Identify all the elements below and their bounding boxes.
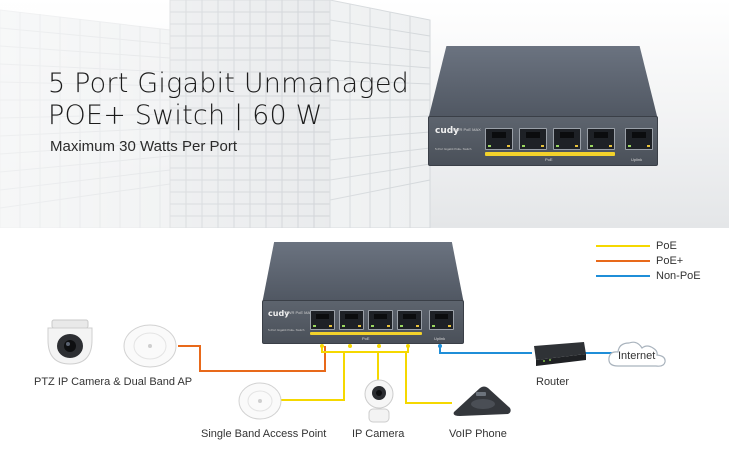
model-text: 5-Port Gigabit PoE+ Switch (268, 328, 305, 332)
poe-port-1 (485, 128, 513, 150)
skyscraper-background (0, 0, 431, 228)
poe-plus-wire (178, 345, 326, 372)
switch-top-panel (262, 242, 464, 304)
legend-swatch-non-poe (596, 275, 650, 277)
legend-label-poe-plus: PoE+ (656, 255, 684, 267)
legend-swatch-poe-plus (596, 260, 650, 262)
poe-wire-trunk (321, 346, 409, 353)
poe-band-label: PoE (362, 336, 370, 341)
ip-camera-label: IP Camera (352, 428, 405, 440)
poe-wire-voip (405, 352, 452, 404)
legend-item-poe: PoE (596, 240, 677, 252)
legend-label-poe: PoE (656, 240, 677, 252)
voip-phone-icon (453, 386, 511, 416)
legend-label-non-poe: Non-PoE (656, 270, 701, 282)
uplink-port (429, 310, 454, 330)
ip-camera-icon (364, 379, 394, 423)
poe-band (310, 332, 422, 335)
poe-port-3 (553, 128, 581, 150)
uplink-label: Uplink (631, 157, 643, 162)
internet-cloud-icon (608, 341, 666, 367)
poe-port-3 (368, 310, 393, 330)
model-text: 5-Port Gigabit PoE+ Switch (435, 147, 472, 151)
led-labels: PWR PoE MAX (285, 310, 313, 315)
internet-label: Internet (618, 350, 656, 362)
uplink-port (625, 128, 653, 150)
hero-banner: 5 Port Gigabit Unmanaged POE+ Switch | 6… (0, 0, 729, 228)
legend-swatch-poe (596, 245, 650, 247)
ptz-camera-icon (47, 319, 93, 365)
legend-item-poe-plus: PoE+ (596, 255, 683, 267)
legend-item-non-poe: Non-PoE (596, 270, 701, 282)
switch-front-panel: cudy PWR PoE MAX 5-Port Gigabit PoE+ Swi… (262, 300, 464, 344)
poe-port-2 (339, 310, 364, 330)
poe-wire-ap (270, 352, 345, 401)
led-labels: PWR PoE MAX (453, 127, 481, 132)
non-poe-wire (439, 346, 532, 354)
poe-band-label: PoE (545, 157, 553, 162)
page-title-line2: POE+ Switch | 60 W (48, 100, 323, 131)
poe-port-2 (519, 128, 547, 150)
page-title-line1: 5 Port Gigabit Unmanaged (48, 68, 409, 99)
page-subtitle: Maximum 30 Watts Per Port (50, 138, 237, 155)
uplink-label: Uplink (434, 336, 446, 341)
diagram-switch-image: cudy PWR PoE MAX 5-Port Gigabit PoE+ Swi… (262, 242, 464, 344)
poe-port-4 (587, 128, 615, 150)
voip-phone-label: VoIP Phone (449, 428, 507, 440)
switch-top-panel (428, 46, 658, 120)
poe-port-4 (397, 310, 422, 330)
brand-logo: cudy (268, 309, 290, 318)
ptz-camera-ap-label: PTZ IP Camera & Dual Band AP (34, 376, 193, 388)
router-icon (534, 342, 586, 366)
dual-band-ap-icon (123, 324, 177, 368)
brand-logo: cudy (435, 126, 460, 136)
poe-band (485, 152, 615, 156)
single-band-ap-icon (238, 382, 282, 420)
poe-port-1 (310, 310, 335, 330)
single-band-ap-label: Single Band Access Point (201, 428, 327, 440)
router-label: Router (536, 376, 570, 388)
switch-front-panel: cudy PWR PoE MAX 5-Port Gigabit PoE+ Swi… (428, 116, 658, 166)
hero-switch-image: cudy PWR PoE MAX 5-Port Gigabit PoE+ Swi… (428, 46, 658, 166)
